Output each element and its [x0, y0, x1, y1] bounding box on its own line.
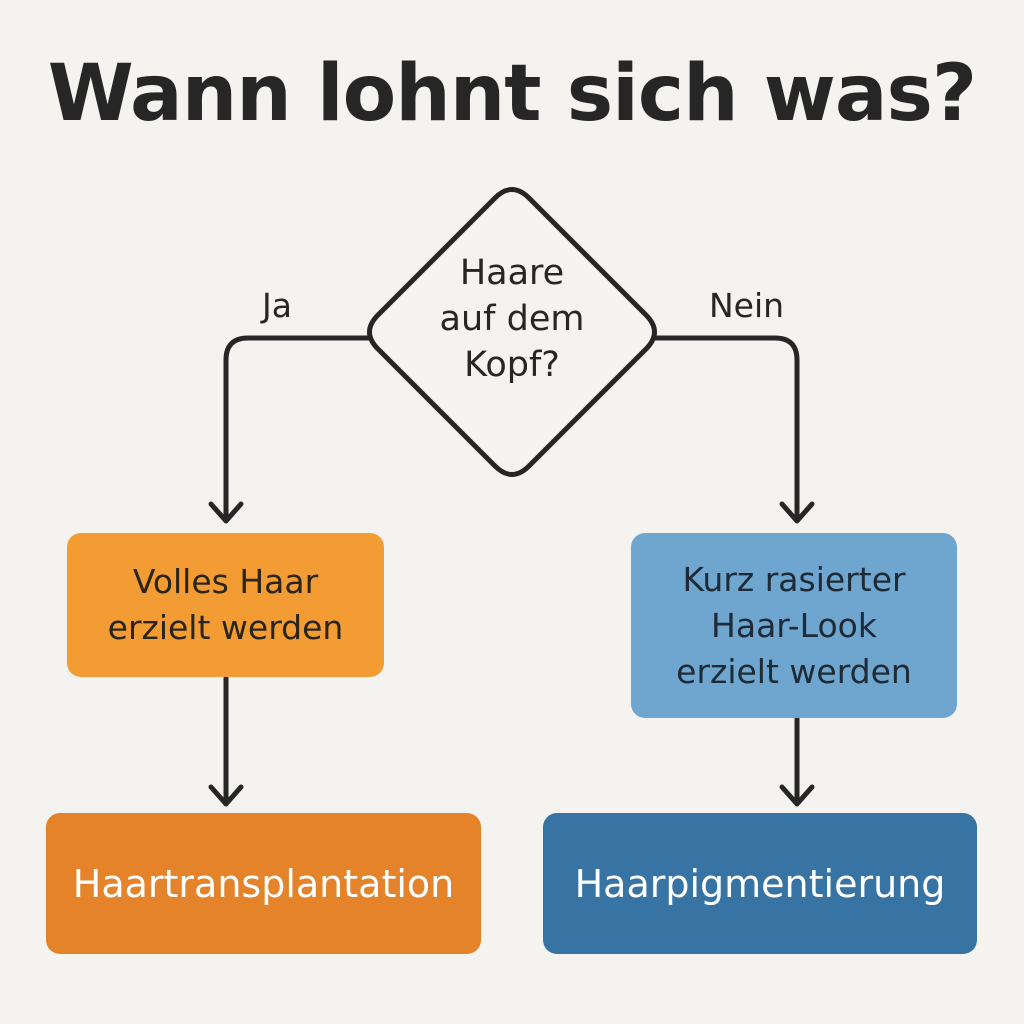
right-lower-arrowhead: [779, 784, 815, 807]
decision-line: auf dem: [439, 299, 585, 339]
full-hair-condition-box: Volles Haar erzielt werden: [67, 533, 384, 677]
condition-line: erzielt werden: [676, 651, 912, 691]
decision-question: Haare auf dem Kopf?: [412, 250, 612, 388]
left-lower-arrowhead: [208, 784, 244, 807]
hair-pigmentation-result-box: Haarpigmentierung: [543, 813, 977, 954]
shaved-look-condition-box: Kurz rasierter Haar-Look erzielt werden: [631, 533, 957, 718]
hair-transplant-result-box: Haartransplantation: [46, 813, 481, 954]
no-label: Nein: [709, 286, 785, 325]
condition-line: Volles Haar: [132, 562, 319, 601]
condition-line: erzielt werden: [107, 608, 344, 647]
condition-line: Kurz rasierter: [682, 559, 906, 599]
no-connector: [651, 335, 800, 523]
yes-connector: [223, 335, 373, 523]
result-label: Haartransplantation: [72, 861, 455, 906]
yes-arrowhead: [208, 501, 244, 524]
condition-line: Haar-Look: [711, 605, 877, 645]
yes-label: Ja: [262, 286, 292, 325]
no-arrowhead: [779, 501, 815, 524]
page-title: Wann lohnt sich was?: [47, 49, 977, 139]
decision-line: Kopf?: [464, 345, 560, 385]
decision-line: Haare: [459, 253, 565, 293]
result-label: Haarpigmentierung: [574, 861, 946, 906]
